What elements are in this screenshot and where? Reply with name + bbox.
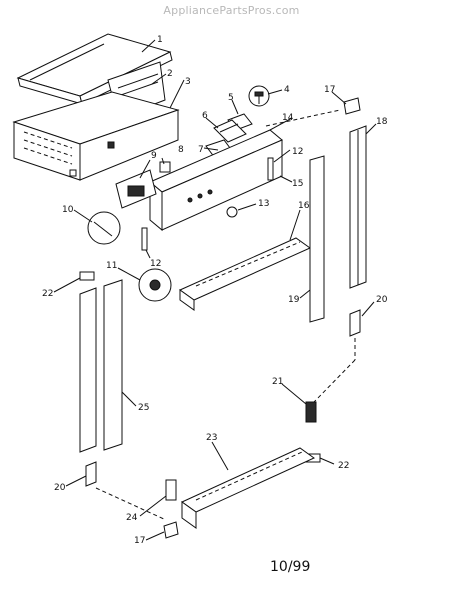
part-16-grille[interactable] xyxy=(179,237,311,311)
part-9-switch-assembly[interactable] xyxy=(115,169,157,209)
callout-4: 4 xyxy=(284,85,290,95)
leader-line xyxy=(141,39,156,53)
part-22-clip-top[interactable] xyxy=(79,271,95,281)
callout-10: 10 xyxy=(62,205,74,215)
leader-line xyxy=(237,203,257,211)
part-20-hinge-left[interactable] xyxy=(85,461,97,487)
part-17-bracket-top[interactable] xyxy=(343,97,361,115)
part-17-bracket-bottom[interactable] xyxy=(163,521,179,539)
callout-17-bottom: 17 xyxy=(134,536,145,546)
part-15-control-panel[interactable] xyxy=(149,129,283,232)
callout-17-top: 17 xyxy=(324,85,335,95)
leader-line xyxy=(205,117,219,129)
leader-line xyxy=(121,391,137,407)
callout-1: 1 xyxy=(157,35,163,45)
callout-3: 3 xyxy=(185,77,191,87)
leader-line xyxy=(145,249,151,259)
part-20-hinge-right[interactable] xyxy=(349,309,361,337)
leader-line xyxy=(365,123,377,135)
leader-line xyxy=(231,99,239,115)
part-13-fastener[interactable] xyxy=(226,206,238,218)
leader-line xyxy=(281,383,307,405)
part-21-latch[interactable] xyxy=(305,401,317,423)
leader-line xyxy=(145,531,165,541)
part-18-vertical-rail[interactable] xyxy=(349,125,367,289)
part-25-side-panel[interactable] xyxy=(79,279,123,453)
part-11-knob[interactable] xyxy=(138,268,172,302)
leader-line xyxy=(267,89,283,95)
callout-16: 16 xyxy=(298,201,310,211)
callout-13: 13 xyxy=(258,199,269,209)
leader-line xyxy=(273,149,291,163)
leader-line xyxy=(53,277,81,293)
part-12-strip-b[interactable] xyxy=(267,157,274,181)
part-6-switch[interactable] xyxy=(213,119,247,143)
part-8-clip[interactable] xyxy=(159,161,171,173)
callout-20-left: 20 xyxy=(54,483,66,493)
part-19-vertical-trim[interactable] xyxy=(309,155,325,323)
callout-12-upper: 12 xyxy=(292,147,303,157)
callout-5: 5 xyxy=(228,93,234,103)
callout-9: 9 xyxy=(151,151,157,161)
leader-line xyxy=(169,79,185,109)
guide-line xyxy=(313,359,356,403)
guide-line xyxy=(265,109,341,127)
callout-23: 23 xyxy=(206,433,217,443)
callout-14: 14 xyxy=(282,113,294,123)
callout-8: 8 xyxy=(178,145,184,155)
callout-19: 19 xyxy=(288,295,300,305)
callout-22-bottom: 22 xyxy=(338,461,349,471)
leader-line xyxy=(203,147,219,151)
leader-line xyxy=(319,457,335,465)
callout-12-lower: 12 xyxy=(150,259,161,269)
leader-line xyxy=(211,441,229,471)
leader-line xyxy=(73,209,93,223)
leader-line xyxy=(269,117,293,131)
part-3-housing[interactable] xyxy=(12,91,180,181)
leader-line xyxy=(151,73,167,85)
leader-line xyxy=(161,157,165,165)
callout-7: 7 xyxy=(198,145,204,155)
callout-15: 15 xyxy=(292,179,303,189)
part-24-plate[interactable] xyxy=(165,479,177,501)
callout-22-top: 22 xyxy=(42,289,53,299)
callout-2: 2 xyxy=(167,69,173,79)
part-12-strip-a[interactable] xyxy=(141,227,148,251)
part-4-screw[interactable] xyxy=(248,85,270,107)
callout-6: 6 xyxy=(202,111,208,121)
part-23-lower-grille[interactable] xyxy=(181,447,315,529)
leader-line xyxy=(361,301,375,317)
guide-line xyxy=(95,487,167,521)
leader-line xyxy=(65,475,87,487)
callout-20-right: 20 xyxy=(376,295,388,305)
leader-line xyxy=(279,175,293,183)
leader-line xyxy=(117,267,141,281)
leader-line xyxy=(139,159,151,179)
callout-25: 25 xyxy=(138,403,149,413)
callout-21: 21 xyxy=(272,377,283,387)
part-10-knob[interactable] xyxy=(87,211,121,245)
leader-line xyxy=(289,209,301,241)
watermark: AppliancePartsPros.com xyxy=(163,4,300,17)
callout-11: 11 xyxy=(106,261,117,271)
callout-24: 24 xyxy=(126,513,138,523)
date-code: 10/99 xyxy=(270,559,311,575)
leader-line xyxy=(331,91,347,105)
leader-line xyxy=(139,495,167,517)
callout-18: 18 xyxy=(376,117,388,127)
leader-line xyxy=(299,289,311,299)
